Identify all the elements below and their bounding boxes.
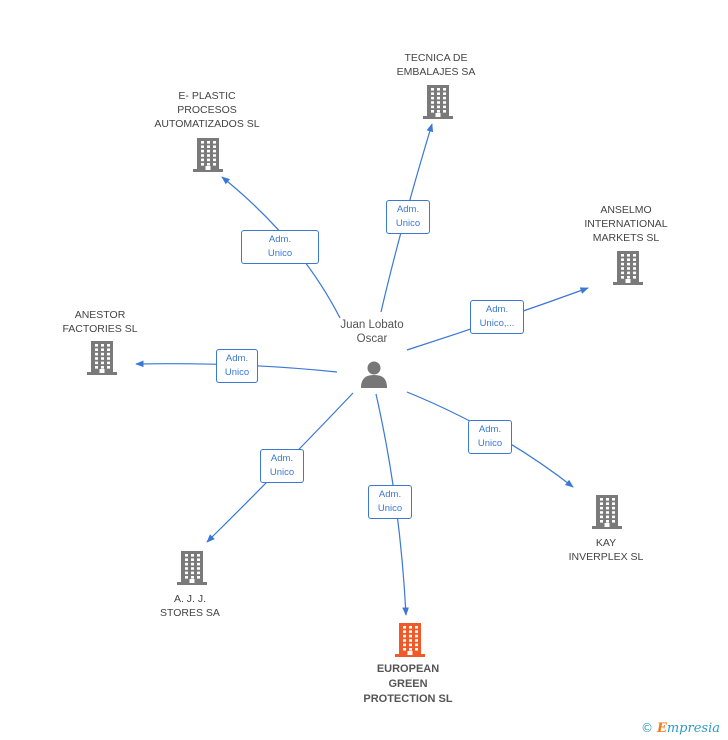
empresia-brand[interactable]: ©Empresia xyxy=(641,721,720,736)
company-name-kay[interactable]: KAY INVERPLEX SL xyxy=(568,537,644,563)
building-icon[interactable] xyxy=(193,138,223,177)
building-icon[interactable] xyxy=(592,495,622,534)
edge-label-anestor[interactable]: Adm. Unico xyxy=(216,349,258,383)
building-icon[interactable] xyxy=(177,551,207,590)
copyright-icon: © xyxy=(640,721,653,735)
edge-label-anselmo[interactable]: Adm. Unico,... xyxy=(470,300,524,334)
edge-label-kay[interactable]: Adm. Unico xyxy=(468,420,512,454)
brand-name: mpresia xyxy=(666,721,720,736)
edge-label-ajj[interactable]: Adm. Unico xyxy=(260,449,304,483)
edge-label-eplastic[interactable]: Adm. Unico xyxy=(241,230,319,264)
company-name-anestor[interactable]: ANESTOR FACTORIES SL xyxy=(62,309,138,335)
edge-label-tecnica[interactable]: Adm. Unico xyxy=(386,200,430,234)
building-icon[interactable] xyxy=(423,85,453,124)
company-name-anselmo[interactable]: ANSELMO INTERNATIONAL MARKETS SL xyxy=(584,204,668,244)
company-name-eplastic[interactable]: E- PLASTIC PROCESOS AUTOMATIZADOS SL xyxy=(154,90,260,130)
company-name-european[interactable]: EUROPEAN GREEN PROTECTION SL xyxy=(363,662,453,705)
company-name-tecnica[interactable]: TECNICA DE EMBALAJES SA xyxy=(396,52,476,78)
building-icon[interactable] xyxy=(87,341,117,380)
edge-label-european[interactable]: Adm. Unico xyxy=(368,485,412,519)
person-icon[interactable] xyxy=(360,360,388,393)
company-name-ajj[interactable]: A. J. J. STORES SA xyxy=(160,593,220,619)
building-icon[interactable] xyxy=(395,623,425,662)
brand-initial: E xyxy=(656,721,667,736)
building-icon[interactable] xyxy=(613,251,643,290)
person-name[interactable]: Juan Lobato Oscar xyxy=(340,319,404,345)
